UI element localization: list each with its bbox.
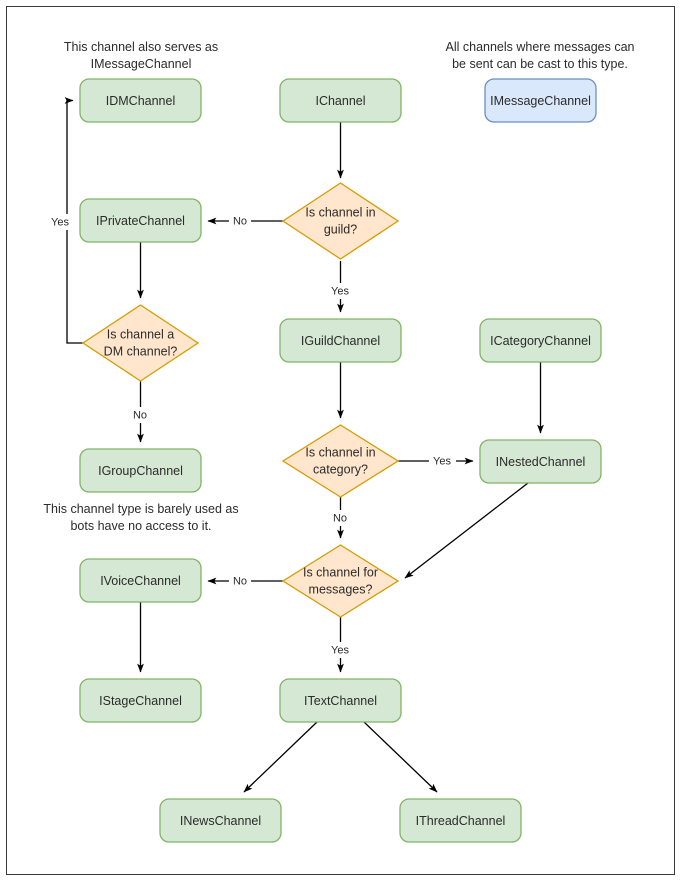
- caption-message-channel: All channels where messages can be sent …: [446, 40, 635, 71]
- edge-label-dm-yes-text: Yes: [51, 216, 69, 228]
- node-igroupchannel[interactable]: IGroupChannel: [79, 448, 202, 493]
- node-istagechannel[interactable]: IStageChannel: [79, 678, 202, 723]
- edge-label-category-no: No: [329, 510, 351, 526]
- node-ithreadchannel-label: IThreadChannel: [416, 814, 506, 828]
- edge-label-messages-no-text: No: [233, 575, 247, 587]
- node-istagechannel-label: IStageChannel: [99, 694, 182, 708]
- node-igroupchannel-label: IGroupChannel: [98, 464, 183, 478]
- edge-label-messages-yes: Yes: [326, 642, 353, 658]
- node-imessagechannel[interactable]: IMessageChannel: [484, 78, 597, 123]
- node-ichannel[interactable]: IChannel: [279, 78, 402, 123]
- node-ithreadchannel[interactable]: IThreadChannel: [399, 798, 522, 843]
- edge-label-guild-yes: Yes: [326, 283, 353, 299]
- node-isguild-label-line1: Is channel in: [305, 205, 375, 219]
- edge-label-dm-yes: Yes: [46, 214, 73, 230]
- node-ismessages-decision[interactable]: Is channel for messages?: [281, 544, 400, 618]
- caption-group-channel: This channel type is barely used as bots…: [43, 502, 238, 533]
- edge-itextchannel-to-ithreadchannel: [363, 721, 438, 793]
- edge-label-guild-no: No: [229, 213, 251, 229]
- node-iscategory-decision[interactable]: Is channel in category?: [281, 424, 400, 498]
- edge-label-category-no-text: No: [333, 512, 347, 524]
- node-icategorychannel[interactable]: ICategoryChannel: [479, 318, 602, 363]
- node-isdm-decision[interactable]: Is channel a DM channel?: [81, 304, 200, 382]
- node-ivoicechannel[interactable]: IVoiceChannel: [79, 558, 202, 603]
- caption-dm-line2: IMessageChannel: [91, 57, 192, 71]
- edge-inestedchannel-to-ismessages: [404, 482, 529, 579]
- caption-message-line2: be sent can be cast to this type.: [452, 57, 628, 71]
- edge-label-category-yes: Yes: [429, 453, 456, 469]
- edge-label-messages-yes-text: Yes: [331, 644, 349, 656]
- caption-dm-line1: This channel also serves as: [64, 40, 218, 54]
- node-icategorychannel-label: ICategoryChannel: [490, 334, 591, 348]
- node-idmchannel[interactable]: IDMChannel: [79, 78, 202, 123]
- nodes-layer: IDMChannel IChannel IMessageChannel IPri…: [79, 78, 602, 843]
- caption-group-line1: This channel type is barely used as: [43, 502, 238, 516]
- node-inestedchannel-label: INestedChannel: [496, 455, 586, 469]
- node-iguildchannel-label: IGuildChannel: [301, 334, 380, 348]
- node-iscategory-label-line2: category?: [313, 462, 368, 476]
- node-inestedchannel[interactable]: INestedChannel: [479, 439, 602, 484]
- node-isdm-label-line1: Is channel a: [107, 327, 174, 341]
- node-isguild-decision[interactable]: Is channel in guild?: [281, 182, 400, 260]
- node-inewschannel-label: INewsChannel: [180, 814, 261, 828]
- node-ivoicechannel-label: IVoiceChannel: [100, 574, 181, 588]
- node-ichannel-label: IChannel: [315, 94, 365, 108]
- node-imessagechannel-label: IMessageChannel: [490, 94, 591, 108]
- edge-labels-layer: No Yes Yes No Yes No No Yes: [46, 213, 456, 658]
- node-ismessages-label-line1: Is channel for: [303, 565, 378, 579]
- edge-label-guild-yes-text: Yes: [331, 285, 349, 297]
- edge-label-guild-no-text: No: [233, 215, 247, 227]
- node-iprivatechannel-label: IPrivateChannel: [96, 214, 185, 228]
- node-inewschannel[interactable]: INewsChannel: [159, 798, 282, 843]
- node-itextchannel[interactable]: ITextChannel: [279, 678, 402, 723]
- caption-message-line1: All channels where messages can: [446, 40, 635, 54]
- edge-itextchannel-to-inewschannel: [243, 721, 318, 793]
- node-iguildchannel[interactable]: IGuildChannel: [279, 318, 402, 363]
- node-ismessages-label-line2: messages?: [309, 582, 373, 596]
- caption-group-line2: bots have no access to it.: [70, 519, 211, 533]
- node-iscategory-label-line1: Is channel in: [305, 445, 375, 459]
- captions-layer: This channel also serves as IMessageChan…: [43, 40, 634, 533]
- node-isdm-label-line2: DM channel?: [104, 344, 178, 358]
- caption-dm-channel: This channel also serves as IMessageChan…: [64, 40, 218, 71]
- edge-label-dm-no-text: No: [133, 409, 147, 421]
- edge-label-messages-no: No: [229, 573, 251, 589]
- node-idmchannel-label: IDMChannel: [106, 94, 175, 108]
- node-itextchannel-label: ITextChannel: [304, 694, 377, 708]
- edge-label-dm-no: No: [129, 407, 151, 423]
- node-isguild-label-line2: guild?: [324, 222, 357, 236]
- node-iprivatechannel[interactable]: IPrivateChannel: [79, 198, 202, 243]
- edge-label-category-yes-text: Yes: [433, 455, 451, 467]
